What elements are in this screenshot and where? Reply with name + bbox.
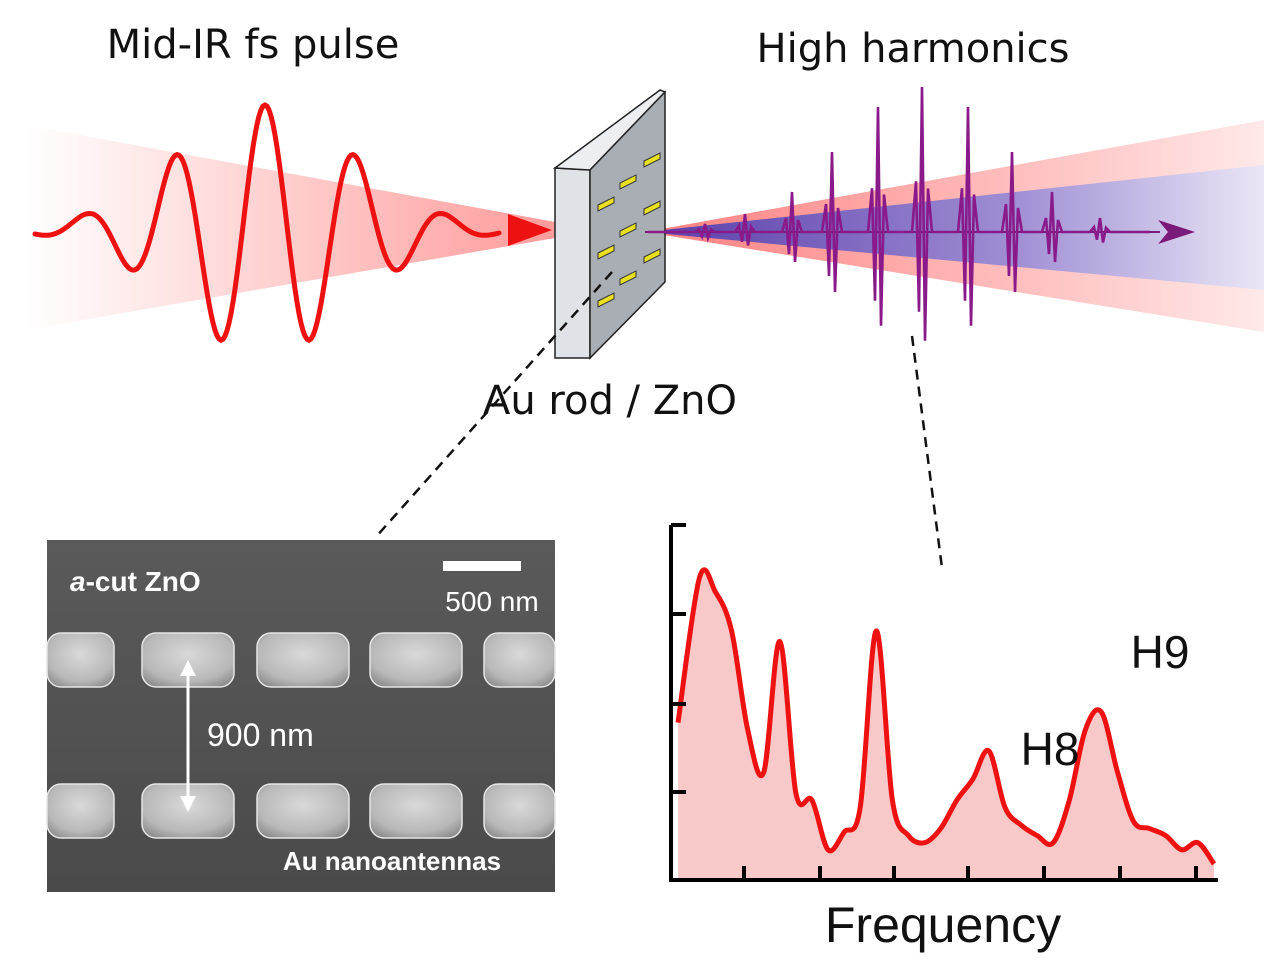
sem-nanoantenna-array [46,632,556,839]
slab-rod [619,174,637,190]
connector-harmonics-to-spectrum [910,335,944,569]
sem-nanoantenna [369,632,463,688]
sem-nanoantenna [483,783,556,839]
harmonic-beam-cone [645,165,1264,290]
scale-bar-label: 500 nm [445,586,538,617]
sem-substrate-italic: a [70,566,86,597]
slab-rod [619,270,637,286]
spectrum-line [675,567,1217,866]
annotation-h9: H9 [1131,626,1190,678]
antennas-label: Au nanoantennas [283,846,501,876]
sem-nanoantenna [369,783,463,839]
annotation-h8: H8 [1021,723,1080,775]
slab-rod [643,200,661,216]
output-label: High harmonics [757,26,1070,72]
spacing-arrow-top [180,660,196,676]
input-pulse-label: Mid-IR fs pulse [107,22,400,68]
slab-rod [597,244,615,260]
sem-nanoantenna [46,632,115,688]
slab-rod [597,196,615,212]
sample-slab [552,89,667,360]
slab-rod [643,152,661,168]
sem-nanoantenna [483,632,556,688]
input-beam-cone [25,125,555,330]
spectrum-area-fill [678,569,1214,878]
slab-gold-rods [597,152,661,308]
sem-image: a-cut ZnO 500 nm 900 nm Au nanoantennas [46,540,556,892]
harmonic-arrow-head [1158,220,1195,244]
x-axis-label: Frequency [825,897,1061,953]
harmonic-pulse-train [648,86,1150,341]
slab-rod [619,222,637,238]
sample-label: Au rod / ZnO [483,378,737,424]
connector-sample-to-sem [374,271,613,539]
slab-rod [643,248,661,264]
sem-substrate-label: a-cut ZnO [70,566,201,597]
sem-nanoantenna [256,632,350,688]
slab-rod [597,292,615,308]
sem-nanoantenna [256,783,350,839]
input-pulse-wave [32,102,502,344]
spacing-label: 900 nm [207,717,314,753]
sem-nanoantenna [46,783,115,839]
x-ticks [742,866,1198,880]
spectrum-chart: H8 H9 Frequency [669,523,1218,953]
input-arrow-head [508,214,552,246]
y-ticks [671,523,686,794]
scale-bar [443,561,521,571]
spacing-arrow-bottom [180,796,196,812]
sem-substrate-rest: -cut ZnO [86,566,201,597]
